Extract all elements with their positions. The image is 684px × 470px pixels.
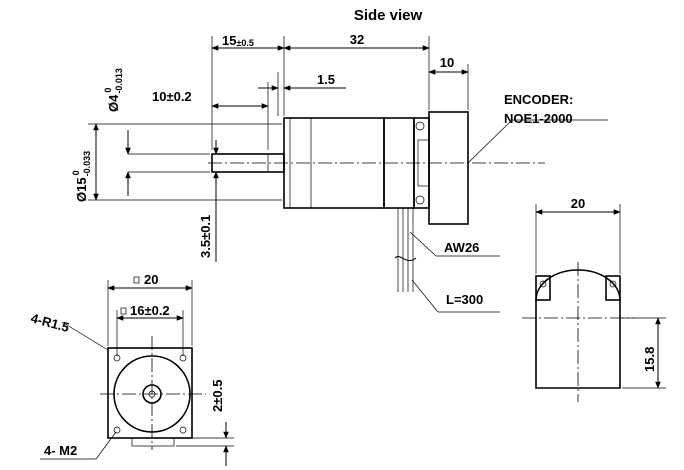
awg-label: AW26 [444,240,479,255]
length-leader-line [411,279,439,313]
dim-15-label: 15±0.5 [222,33,254,48]
m2-label: 4- M2 [44,443,77,458]
square-symbol-icon [120,307,127,315]
r15-label: 4-R1.5 [29,310,71,335]
cable-leads [397,208,414,292]
diagram-title: Side view [354,7,423,24]
side-view: 15±0.5 32 10 1.5 10±0.2 Ø40-0.013 Ø150-0… [71,32,608,313]
front-view: 20 16±0.2 2±0.5 4-R1.5 4- M2 [29,272,234,466]
mount-hole-icon [179,426,187,434]
cable-break-mark [394,256,417,262]
encoder-end-tab-left [535,275,551,301]
front-connector-tab [131,437,175,447]
encoder-leader-line [467,119,513,164]
dim-32-label: 32 [350,32,364,47]
dim-front-20-label: 20 [144,272,158,287]
encoder-label-line2: NOE1-2000 [504,111,573,126]
dim-front-16-label: 16±0.2 [130,303,170,318]
encoder-hub [417,139,430,187]
m2-leader-line [95,431,117,460]
screw-head-icon [609,280,617,288]
encoder-housing [428,111,469,225]
front-flange [107,347,193,439]
screw-bottom-icon [415,195,425,205]
square-symbol-icon [133,276,140,284]
dim-3-5-label: 3.5±0.1 [198,215,213,258]
r15-leader-line [61,321,109,351]
dim-enc-15-8-label: 15.8 [642,347,657,372]
encoder-end-view: 20 15.8 [522,196,666,402]
dim-1-5-label: 1.5 [317,72,335,87]
screw-head-icon [539,280,547,288]
mount-hole-icon [113,426,121,434]
encoder-end-tab-right [605,275,621,301]
dim-10-label: 10 [440,55,454,70]
dim-enc-20-label: 20 [571,196,585,211]
dim-phi4-label: Ø40-0.013 [103,68,124,112]
awg-leader-line [409,231,437,257]
dim-phi15-label: Ø150-0.033 [71,151,92,202]
screw-top-icon [415,121,425,131]
encoder-label-line1: ENCODER: [504,92,573,107]
dim-10-tol-label: 10±0.2 [152,89,192,104]
length-label: L=300 [446,292,483,307]
dim-2-label: 2±0.5 [210,380,225,412]
